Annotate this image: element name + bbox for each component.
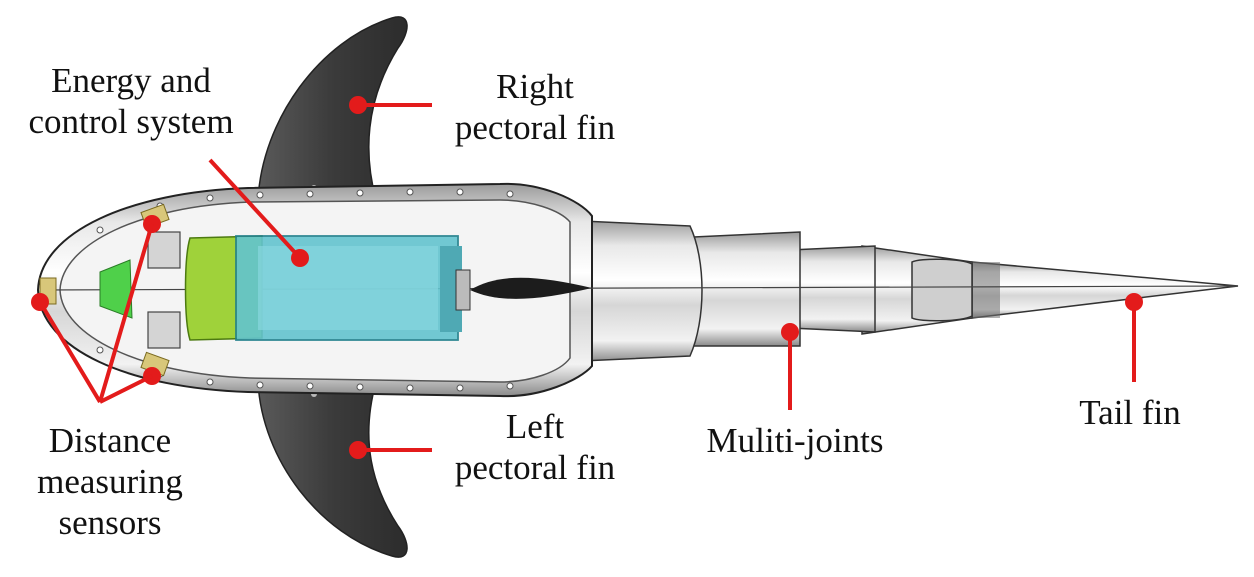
hull-rivets bbox=[96, 188, 514, 392]
tail-fin-label: Tail fin bbox=[1040, 392, 1220, 433]
energy-control-line-1: Energy and bbox=[51, 61, 211, 100]
sensors-label: Distance measuring sensors bbox=[10, 420, 210, 543]
tail-fin-shape bbox=[971, 261, 1239, 319]
left-fin-line-2: pectoral fin bbox=[454, 448, 616, 487]
sensors-line-3: sensors bbox=[58, 503, 162, 542]
right-fin-line-1: Right bbox=[496, 67, 574, 106]
energy-control-line-2: control system bbox=[28, 102, 234, 141]
right-fin-label: Right pectoral fin bbox=[430, 66, 640, 148]
right-pectoral-fin bbox=[257, 16, 408, 201]
left-fin-label: Left pectoral fin bbox=[430, 406, 640, 488]
left-pectoral-fin bbox=[257, 381, 408, 558]
joint-segments bbox=[559, 219, 973, 363]
tail-fin-line-1: Tail fin bbox=[1079, 393, 1181, 432]
sensors-line-1: Distance bbox=[48, 421, 172, 460]
energy-control-label: Energy and control system bbox=[6, 60, 256, 142]
right-fin-line-2: pectoral fin bbox=[454, 108, 616, 147]
joints-line-1: Muliti-joints bbox=[706, 421, 884, 460]
annotations bbox=[31, 96, 1143, 459]
sensors-line-2: measuring bbox=[37, 462, 183, 501]
left-fin-line-1: Left bbox=[505, 407, 565, 446]
joints-label: Muliti-joints bbox=[680, 420, 910, 461]
